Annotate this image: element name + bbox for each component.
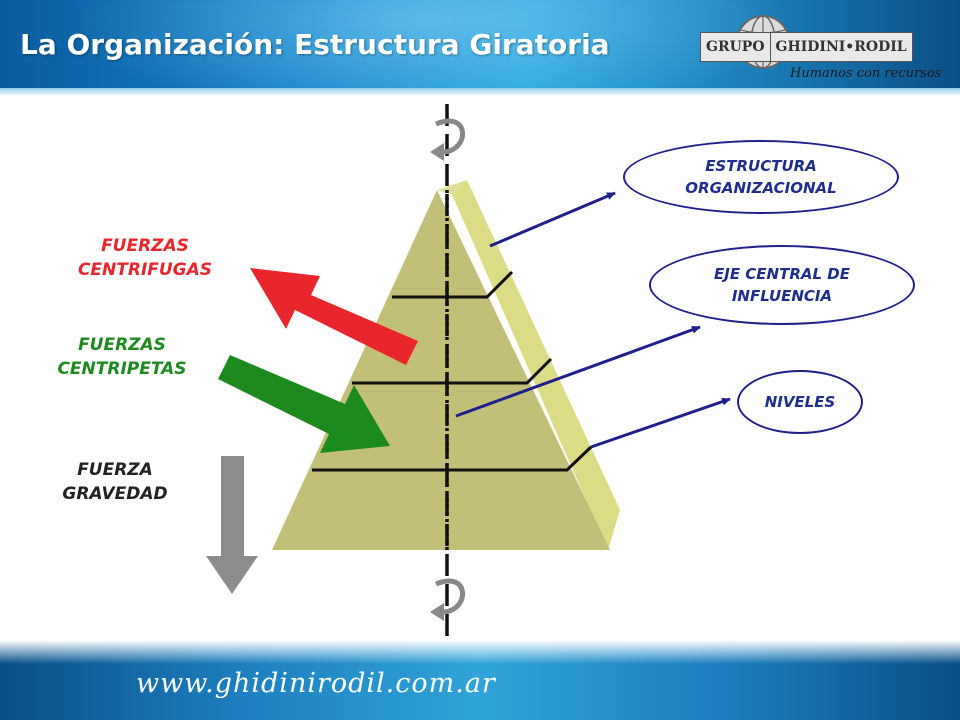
logo-text-name: GHIDINI•RODIL (769, 33, 912, 61)
callout-eje-text: EJE CENTRAL DE INFLUENCIA (714, 265, 850, 305)
callout-niveles: NIVELES (737, 370, 863, 434)
rotate-arrow-icon (430, 118, 466, 161)
label-fuerza-gravedad: FUERZA GRAVEDAD (62, 460, 168, 504)
callout-niveles-text: NIVELES (764, 393, 836, 411)
callout-line-niveles (590, 397, 731, 449)
logo-text-grupo: GRUPO (706, 39, 765, 55)
page-title: La Organización: Estructura Giratoria (20, 28, 610, 61)
level-line-2 (352, 357, 553, 385)
label-fuerzas-centripetas: FUERZAS CENTRIPETAS (57, 335, 187, 379)
pyramid-side-face (450, 180, 620, 550)
callout-estructura-text: ESTRUCTURA ORGANIZACIONAL (685, 157, 837, 197)
pyramid-top-face (437, 180, 467, 195)
callout-eje-central: EJE CENTRAL DE INFLUENCIA (649, 245, 915, 325)
label-fuerzas-centrifugas: FUERZAS CENTRIFUGAS (77, 236, 213, 280)
callout-line-estructura (489, 191, 616, 248)
footer-bar (0, 640, 960, 720)
pyramid-front-face (272, 190, 610, 550)
rotate-arrow-icon (430, 578, 466, 621)
footer-website: www.ghidinirodil.com.ar (136, 668, 496, 699)
gravity-force-arrow (206, 456, 258, 594)
level-line-3 (312, 445, 593, 472)
company-logo: GRUPO GHIDINI•RODIL (700, 32, 913, 62)
level-line-1 (392, 270, 514, 299)
centrifugal-force-arrow (250, 268, 418, 365)
centripetal-force-arrow (218, 355, 390, 453)
company-tagline: Humanos con recursos (790, 66, 942, 81)
callout-line-eje (455, 325, 701, 418)
callout-estructura-organizacional: ESTRUCTURA ORGANIZACIONAL (623, 140, 899, 214)
